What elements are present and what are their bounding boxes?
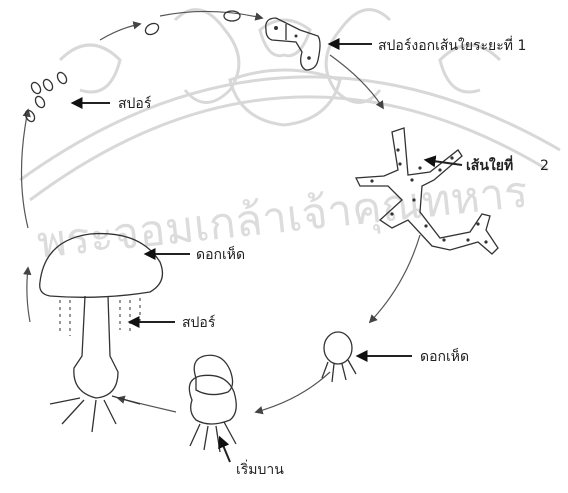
label-hyphae-stage-2-number: 2 [540,158,549,174]
label-begin-bloom: เริ่มบาน [236,460,284,478]
label-germinating-spore: สปอร์งอกเส้นใยระยะที่ 1 [378,36,526,54]
germinating-spore-illustration [266,18,320,70]
label-spore-top: สปอร์ [118,95,152,112]
watermark-text: พระจอมเกล้าเจ้าคุณทหาร [35,166,531,269]
label-hyphae-stage-2: เส้นใยที่ [466,155,513,174]
label-young-mushroom: ดอกเห็ด [420,347,469,365]
label-spore-release: สปอร์ [182,314,216,331]
blooming-mushroom-illustration [189,355,236,452]
label-mushroom-cap: ดอกเห็ด [196,245,245,263]
